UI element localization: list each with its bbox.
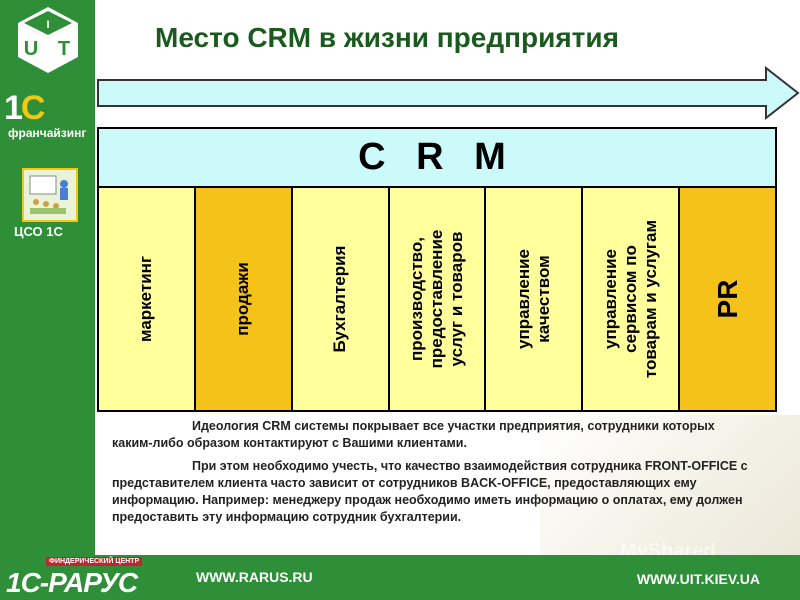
rarus-link[interactable]: WWW.RARUS.RU [196, 569, 313, 585]
column-label: управление качеством [513, 249, 553, 349]
crm-table: C R M маркетинг продажи Бухгалтерия прои… [97, 127, 777, 412]
paragraph-front-back-office: При этом необходимо учесть, что качество… [112, 459, 748, 524]
column-label: PR [711, 279, 743, 319]
column-quality: управление качеством [486, 188, 584, 410]
crm-header: C R M [99, 129, 775, 188]
rarus-name: 1С-РАРУС [6, 567, 138, 598]
column-sales: продажи [195, 188, 293, 410]
1c-mark-letter: С [20, 89, 46, 127]
cso-label: ЦСО 1С [14, 224, 63, 239]
column-label: продажи [233, 262, 253, 336]
1c-franchise-logo: 1С франчайзинг [4, 89, 92, 150]
footer: ФИНДЕРИЧЕСКИЙ ЦЕНТР 1С-РАРУС WWW.RARUS.R… [0, 555, 800, 600]
column-production: производство, предоставление услуг и тов… [389, 188, 487, 410]
svg-text:U: U [24, 38, 38, 60]
column-accounting: Бухгалтерия [292, 188, 390, 410]
left-sidebar: I U T 1С франчайзинг ЦСО 1С [0, 0, 95, 555]
rarus-logo: ФИНДЕРИЧЕСКИЙ ЦЕНТР 1С-РАРУС [6, 557, 176, 598]
franchise-label: франчайзинг [8, 126, 87, 140]
svg-text:I: I [46, 19, 49, 31]
crm-columns: маркетинг продажи Бухгалтерия производст… [99, 188, 776, 410]
description-text: Идеология CRM системы покрывает все учас… [112, 418, 752, 532]
column-service: управление сервисом по товарам и услугам [583, 188, 681, 410]
column-label: производство, предоставление услуг и тов… [407, 229, 466, 369]
page-title: Место CRM в жизни предприятия [155, 22, 619, 53]
column-pr: PR [680, 188, 776, 410]
uit-link[interactable]: WWW.UIT.KIEV.UA [636, 571, 760, 587]
column-label: маркетинг [136, 255, 156, 343]
1c-mark: 1С [4, 89, 46, 127]
paragraph-ideology: Идеология CRM системы покрывает все учас… [112, 419, 715, 450]
cso-icon [22, 168, 78, 222]
column-label: Бухгалтерия [330, 245, 350, 353]
background-decoration [540, 415, 800, 555]
svg-text:T: T [58, 38, 70, 60]
column-label: управление сервисом по товарам и услугам [600, 219, 660, 379]
column-marketing: маркетинг [99, 188, 196, 410]
arrow-right-icon [97, 66, 800, 120]
uit-cube-logo-icon: I U T [18, 7, 78, 73]
rarus-tag: ФИНДЕРИЧЕСКИЙ ЦЕНТР [46, 557, 143, 566]
